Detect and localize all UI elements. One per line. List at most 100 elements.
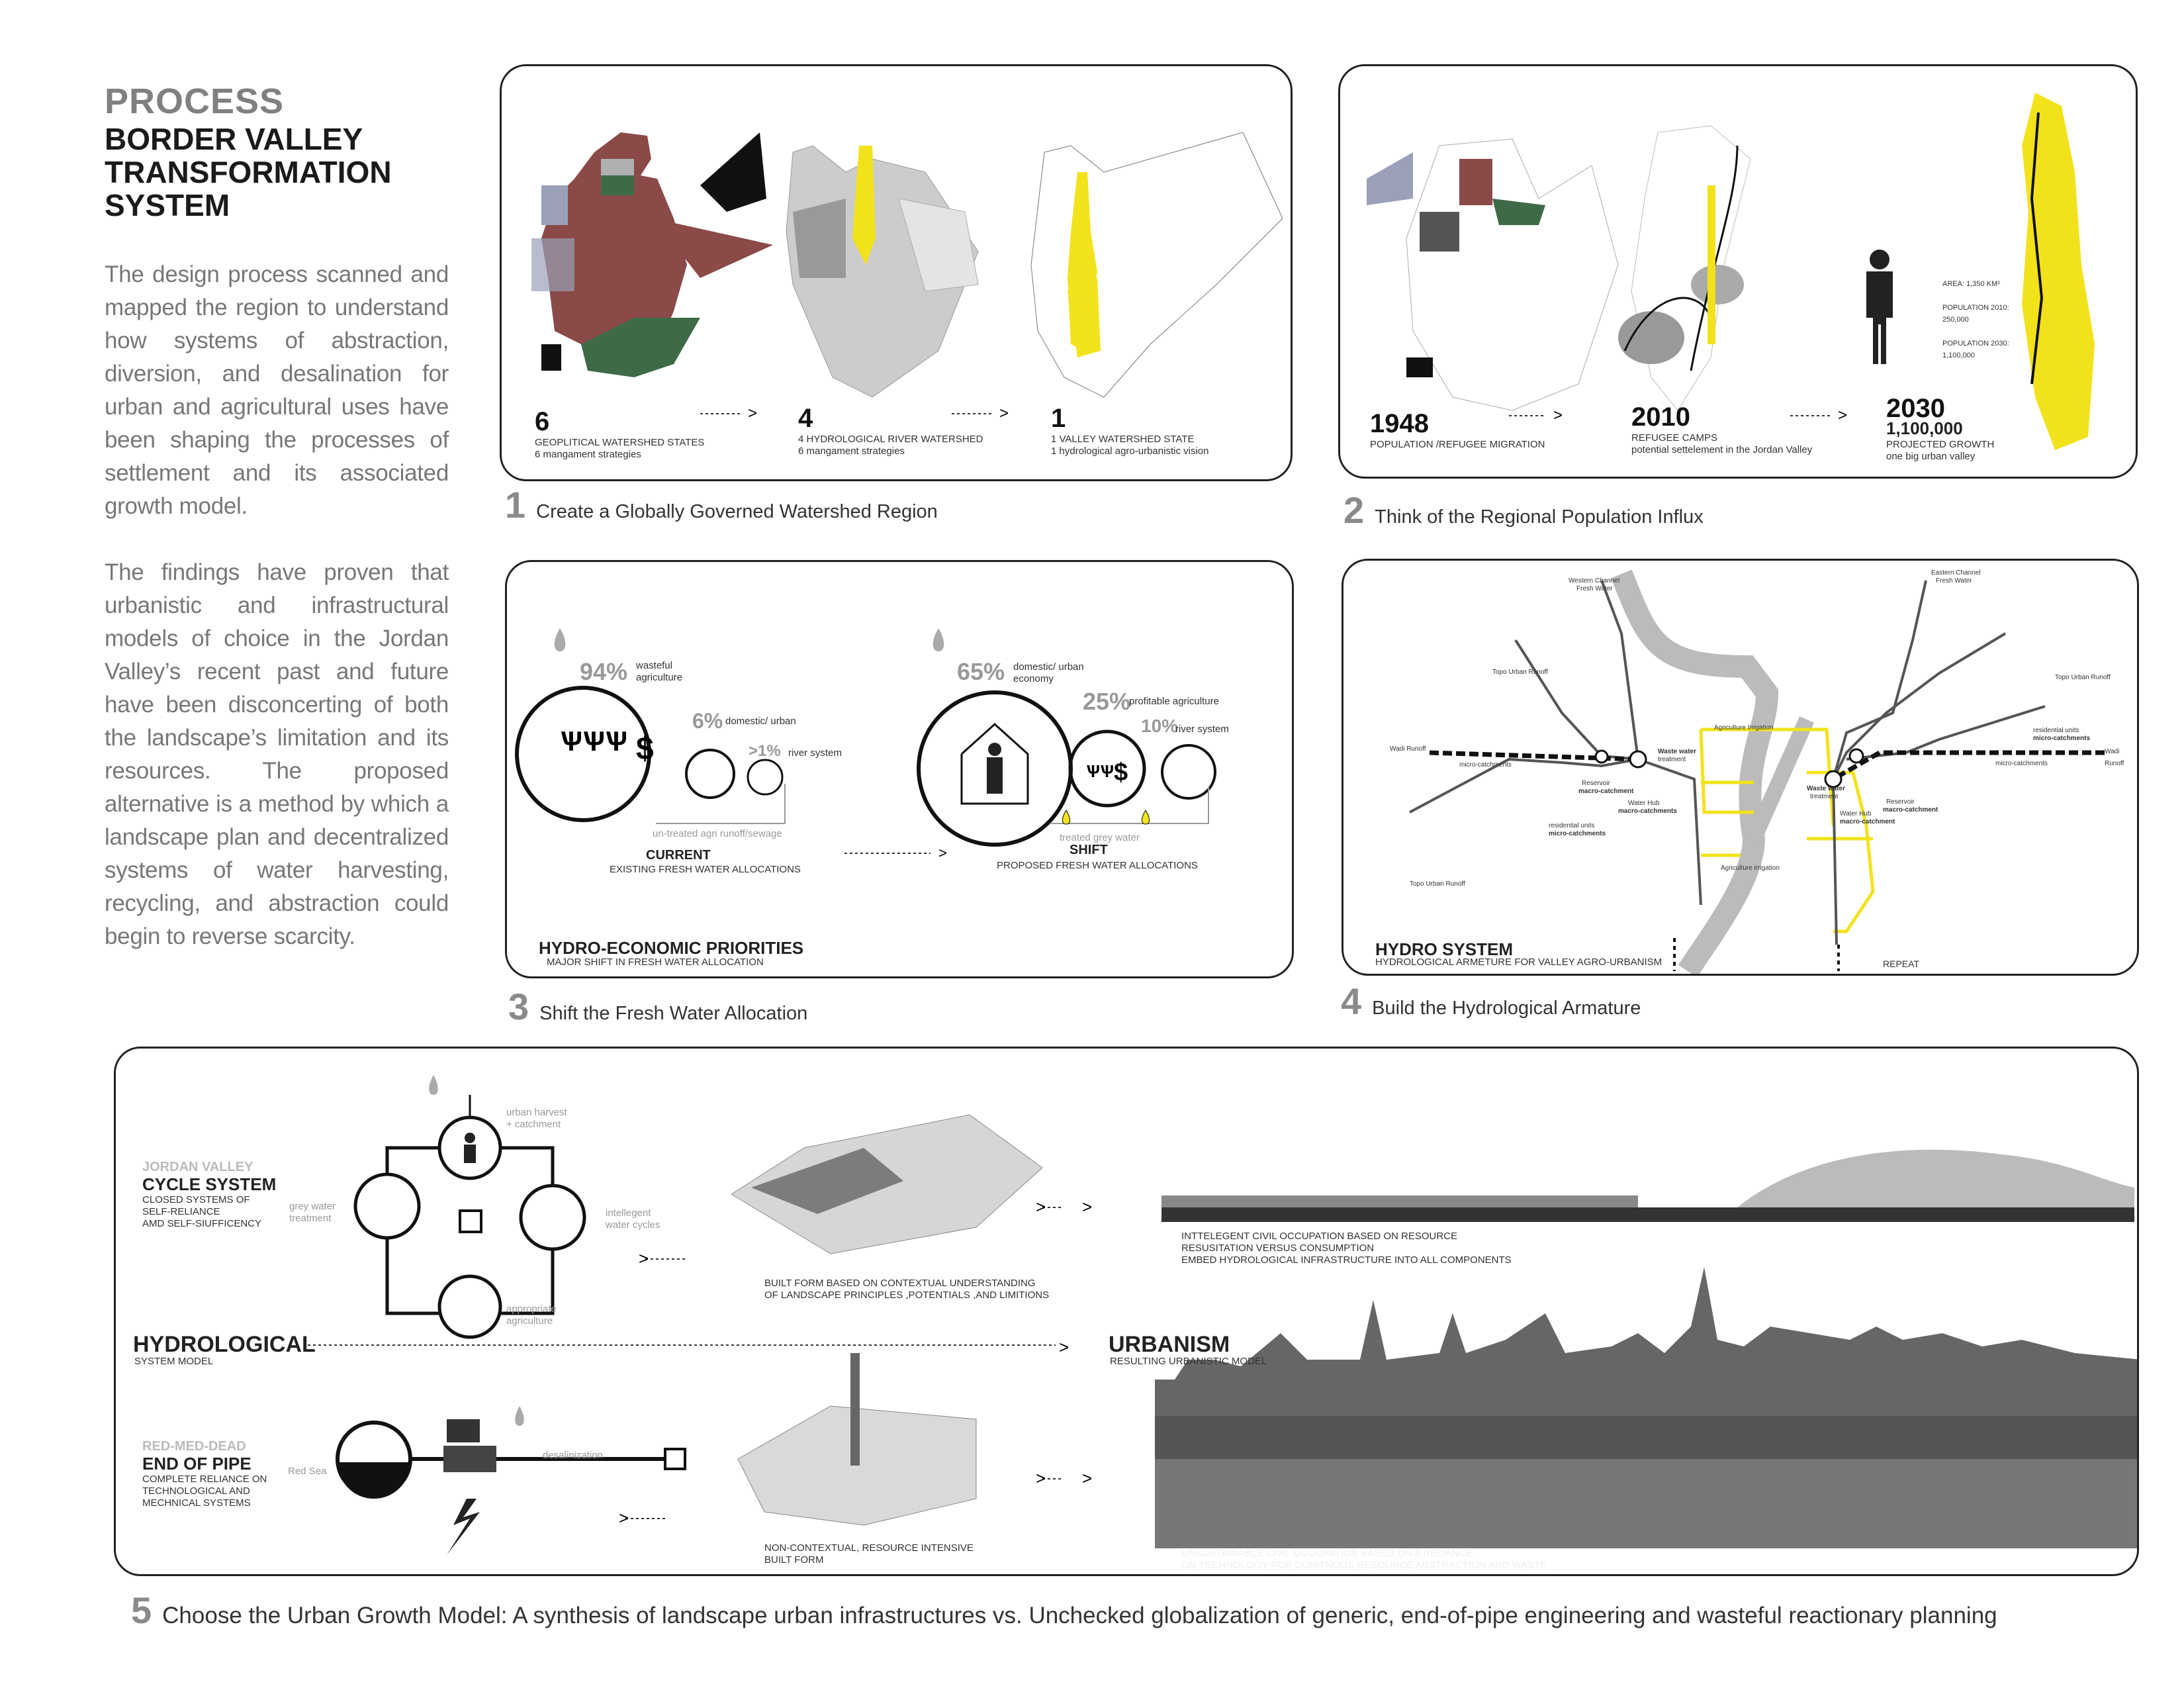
stat-sub: 1 hydrological agro-urbanistic vision xyxy=(1051,445,1209,457)
grey-water-circle xyxy=(353,1172,421,1240)
caption-text: Build the Hydrological Armature xyxy=(1372,998,1641,1019)
svg-text:>: > xyxy=(1082,1197,1092,1217)
label-agri-irrigation: Agriculture irrigation xyxy=(1721,865,1780,872)
label-macro-catchment: macro-catchment xyxy=(1578,788,1634,795)
desc-line: EMBED HYDROLOGICAL INFRASTRUCTURE INTO A… xyxy=(1181,1254,1512,1266)
growth-model-diagram: > > > > > > > xyxy=(308,1075,2137,1555)
desc-line: BUILT FORM xyxy=(764,1554,824,1566)
caption-2: 2 Think of the Regional Population Influ… xyxy=(1343,489,1704,532)
label-line: water cycles xyxy=(606,1219,660,1231)
panel-subtitle: MAJOR SHIFT IN FRESH WATER ALLOCATION xyxy=(547,957,764,968)
caption-1: 1 Create a Globally Governed Watershed R… xyxy=(505,483,938,526)
label-line: treatment xyxy=(289,1213,332,1224)
pct-label: domestic/ urban economy xyxy=(1013,661,1084,684)
svg-text:>: > xyxy=(1553,406,1563,424)
label-line: grey water xyxy=(289,1201,336,1212)
label-reservoir: Reservoir xyxy=(1582,780,1610,787)
label-fresh-water-east: Fresh Water xyxy=(1936,577,1972,585)
red-sea-label: Red Sea xyxy=(288,1466,327,1477)
water-cycles-circle xyxy=(519,1184,586,1251)
agriculture-circle xyxy=(437,1274,502,1339)
title-line: BORDER VALLEY xyxy=(105,122,363,156)
desc-line: NON-CONTEXTUAL, RESOURCE INTENSIVE xyxy=(764,1542,974,1554)
intro-paragraph: The design process scanned and mapped th… xyxy=(105,261,449,519)
desc-line: COMPLETE RELIANCE ON xyxy=(142,1474,267,1485)
label-western-channel: Western Channel xyxy=(1569,577,1620,585)
stat-value: 2010 xyxy=(1631,402,1690,432)
label-line: appropriate xyxy=(506,1303,557,1315)
droplet-icon xyxy=(933,628,944,651)
caption-text: Shift the Fresh Water Allocation xyxy=(539,1003,808,1024)
pop2010-label: POPULATION 2010: xyxy=(1942,304,2009,312)
hydro-network xyxy=(1409,569,2105,974)
stat-label: 1 VALLEY WATERSHED STATE xyxy=(1051,434,1195,445)
rmd-kicker: RED-MED-DEAD xyxy=(142,1439,246,1454)
allocation-diagram: > ѰѰѰ $ ѰѰ $ xyxy=(515,628,1216,861)
current-sub: EXISTING FRESH WATER ALLOCATIONS xyxy=(610,864,801,875)
label-repeat: REPEAT xyxy=(1883,959,1919,969)
shift-label: SHIFT xyxy=(1069,843,1108,857)
droplet-icon xyxy=(554,628,566,651)
label-reservoir: Reservoir xyxy=(1886,798,1915,806)
stat-value: 6 xyxy=(535,407,550,436)
agriculture-circle xyxy=(515,686,651,822)
svg-text:>: > xyxy=(1059,1337,1069,1357)
section-label: PROCESS xyxy=(105,81,285,121)
label-micro-catchments: micro-catchments xyxy=(2033,735,2091,742)
svg-text:>: > xyxy=(639,1248,649,1268)
stat-label: PROJECTED GROWTH xyxy=(1886,439,1995,450)
geopolitical-map xyxy=(531,132,773,377)
pct-label: river system xyxy=(788,747,842,759)
agriculture-network xyxy=(1699,727,1875,933)
pop2010-value: 250,000 xyxy=(1942,316,1969,324)
built-form-desc: BUILT FORM BASED ON CONTEXTUAL UNDERSTAN… xyxy=(764,1278,1049,1301)
label-topo-runoff: Topo Urban Runoff xyxy=(2055,674,2111,681)
label-residential-units: residential units xyxy=(1549,822,1595,829)
pct-profitable: 25% xyxy=(1083,688,1131,715)
svg-text:>: > xyxy=(1036,1468,1046,1488)
person-icon xyxy=(1866,250,1893,364)
valley-map xyxy=(1030,132,1283,398)
caption-text: Create a Globally Governed Watershed Reg… xyxy=(536,501,938,522)
stat-sub: potential settelement in the Jordan Vall… xyxy=(1631,444,1813,455)
caption-text: Choose the Urban Growth Model: A synthes… xyxy=(162,1603,1997,1628)
desc-line: OF LANDSCAPE PRINCIPLES ,POTENTIALS ,AND… xyxy=(764,1289,1050,1301)
svg-text:>: > xyxy=(1838,406,1847,424)
desc-line: CLOSED SYSTEMS OF xyxy=(142,1194,250,1205)
label-macro-catchments: macro-catchments xyxy=(1618,808,1677,815)
label-wadi-runoff: Wadi Runoff xyxy=(2105,748,2124,767)
wadi-channel-east xyxy=(1832,750,2105,782)
label-water-hub: Water Hub xyxy=(1628,800,1660,807)
label-micro-catchments: micro-catchments xyxy=(1995,760,2048,767)
stat-sub: one big urban valley xyxy=(1886,451,1976,462)
label-waste-water: Waste water xyxy=(1807,785,1845,792)
label-water-hub: Water Hub xyxy=(1840,810,1872,818)
label-macro-catchment: macro-catchment xyxy=(1883,806,1938,814)
label-fresh-water: Fresh Water xyxy=(1576,585,1613,592)
label-treatment: treatment xyxy=(1810,793,1839,800)
stat-2030: 2030 1,100,000 PROJECTED GROWTH one big … xyxy=(1886,394,1994,463)
area-label: AREA: 1,350 KM² xyxy=(1942,280,2000,288)
stat-valley: 1 1 VALLEY WATERSHED STATE 1 hydrologica… xyxy=(1051,404,1208,457)
rmd-title: END OF PIPE xyxy=(142,1454,251,1474)
caption-text: Think of the Regional Population Influx xyxy=(1375,506,1704,528)
label-macro-catchment: macro-catchment xyxy=(1840,818,1895,825)
jv-title: CYCLE SYSTEM xyxy=(142,1174,277,1194)
pct-river: >1% xyxy=(749,742,781,760)
svg-text:>: > xyxy=(1082,1468,1092,1488)
pct-urban: 65% xyxy=(957,658,1005,685)
desal-label: desalinization xyxy=(543,1450,603,1461)
pct-domestic: 6% xyxy=(692,709,723,733)
domestic-circle xyxy=(685,749,735,799)
jv-desc: CLOSED SYSTEMS OF SELF-RELIANCE AMD SELF… xyxy=(142,1194,261,1230)
label-line: + catchment xyxy=(506,1119,561,1130)
stat-label: POPULATION /REFUGEE MIGRATION xyxy=(1370,439,1545,450)
desc-line: RESUSITATION VERSUS CONSUMPTION xyxy=(1181,1243,1375,1254)
hydrological-sub: SYSTEM MODEL xyxy=(134,1356,214,1367)
caption-5: 5 Choose the Urban Growth Model: A synth… xyxy=(131,1589,1997,1632)
pct-agriculture: 94% xyxy=(580,658,628,685)
panel-subtitle: HYDROLOGICAL ARMETURE FOR VALLEY AGRO-UR… xyxy=(1375,957,1662,968)
river-system-circle xyxy=(1161,744,1216,800)
grey-water-droplets xyxy=(1062,810,1150,825)
